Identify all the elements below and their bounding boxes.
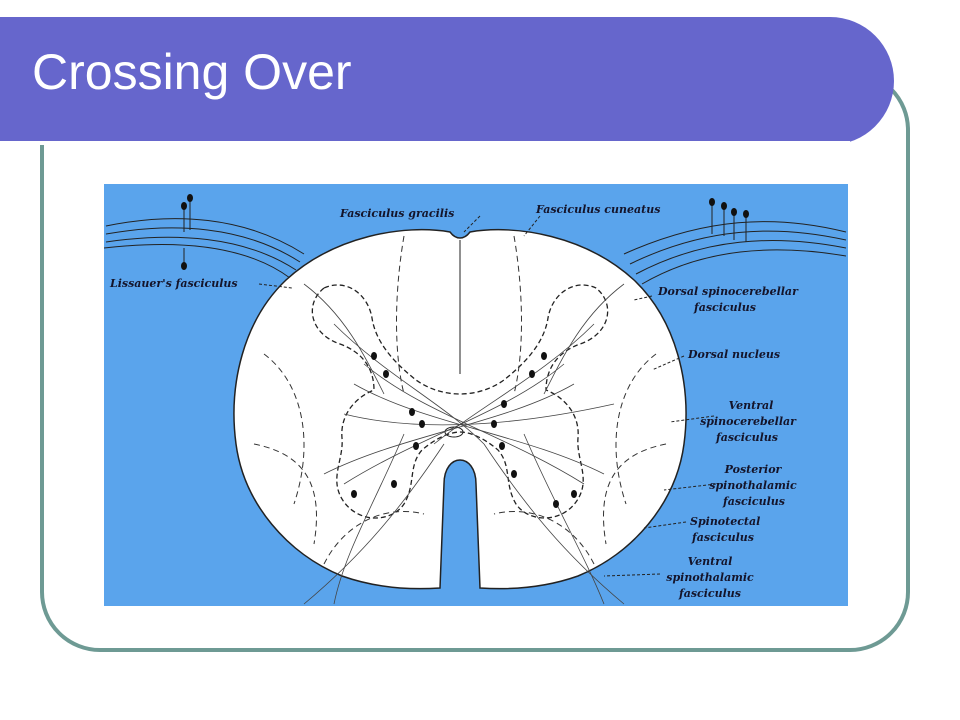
- title-underline: [0, 141, 850, 145]
- slide-title: Crossing Over: [32, 44, 352, 100]
- label-posterior-spinothalamic-1: Posterior: [724, 463, 782, 476]
- label-lissauers-fasciculus: Lissauer's fasciculus: [110, 277, 238, 290]
- title-bar: [0, 17, 894, 145]
- label-ventral-spinothalamic-3: fasciculus: [679, 587, 741, 600]
- label-dorsal-spinocerebellar-1: Dorsal spinocerebellar: [658, 285, 798, 298]
- spinal-cord-diagram: Fasciculus gracilis Fasciculus cuneatus …: [104, 184, 848, 606]
- label-fasciculus-cuneatus: Fasciculus cuneatus: [536, 203, 661, 216]
- label-dorsal-nucleus: Dorsal nucleus: [688, 348, 781, 361]
- label-spinotectal-2: fasciculus: [692, 531, 754, 544]
- label-ventral-spinocerebellar-2: spinocerebellar: [700, 415, 796, 428]
- label-dorsal-spinocerebellar-2: fasciculus: [694, 301, 756, 314]
- label-ventral-spinothalamic-2: spinothalamic: [666, 571, 754, 584]
- label-ventral-spinocerebellar-3: fasciculus: [716, 431, 778, 444]
- label-ventral-spinocerebellar-1: Ventral: [728, 399, 774, 412]
- label-posterior-spinothalamic-3: fasciculus: [723, 495, 785, 508]
- label-spinotectal-1: Spinotectal: [690, 515, 761, 528]
- label-ventral-spinothalamic-1: Ventral: [687, 555, 733, 568]
- label-fasciculus-gracilis: Fasciculus gracilis: [340, 207, 455, 220]
- label-posterior-spinothalamic-2: spinothalamic: [709, 479, 797, 492]
- spinal-cord-drawing: [104, 194, 847, 605]
